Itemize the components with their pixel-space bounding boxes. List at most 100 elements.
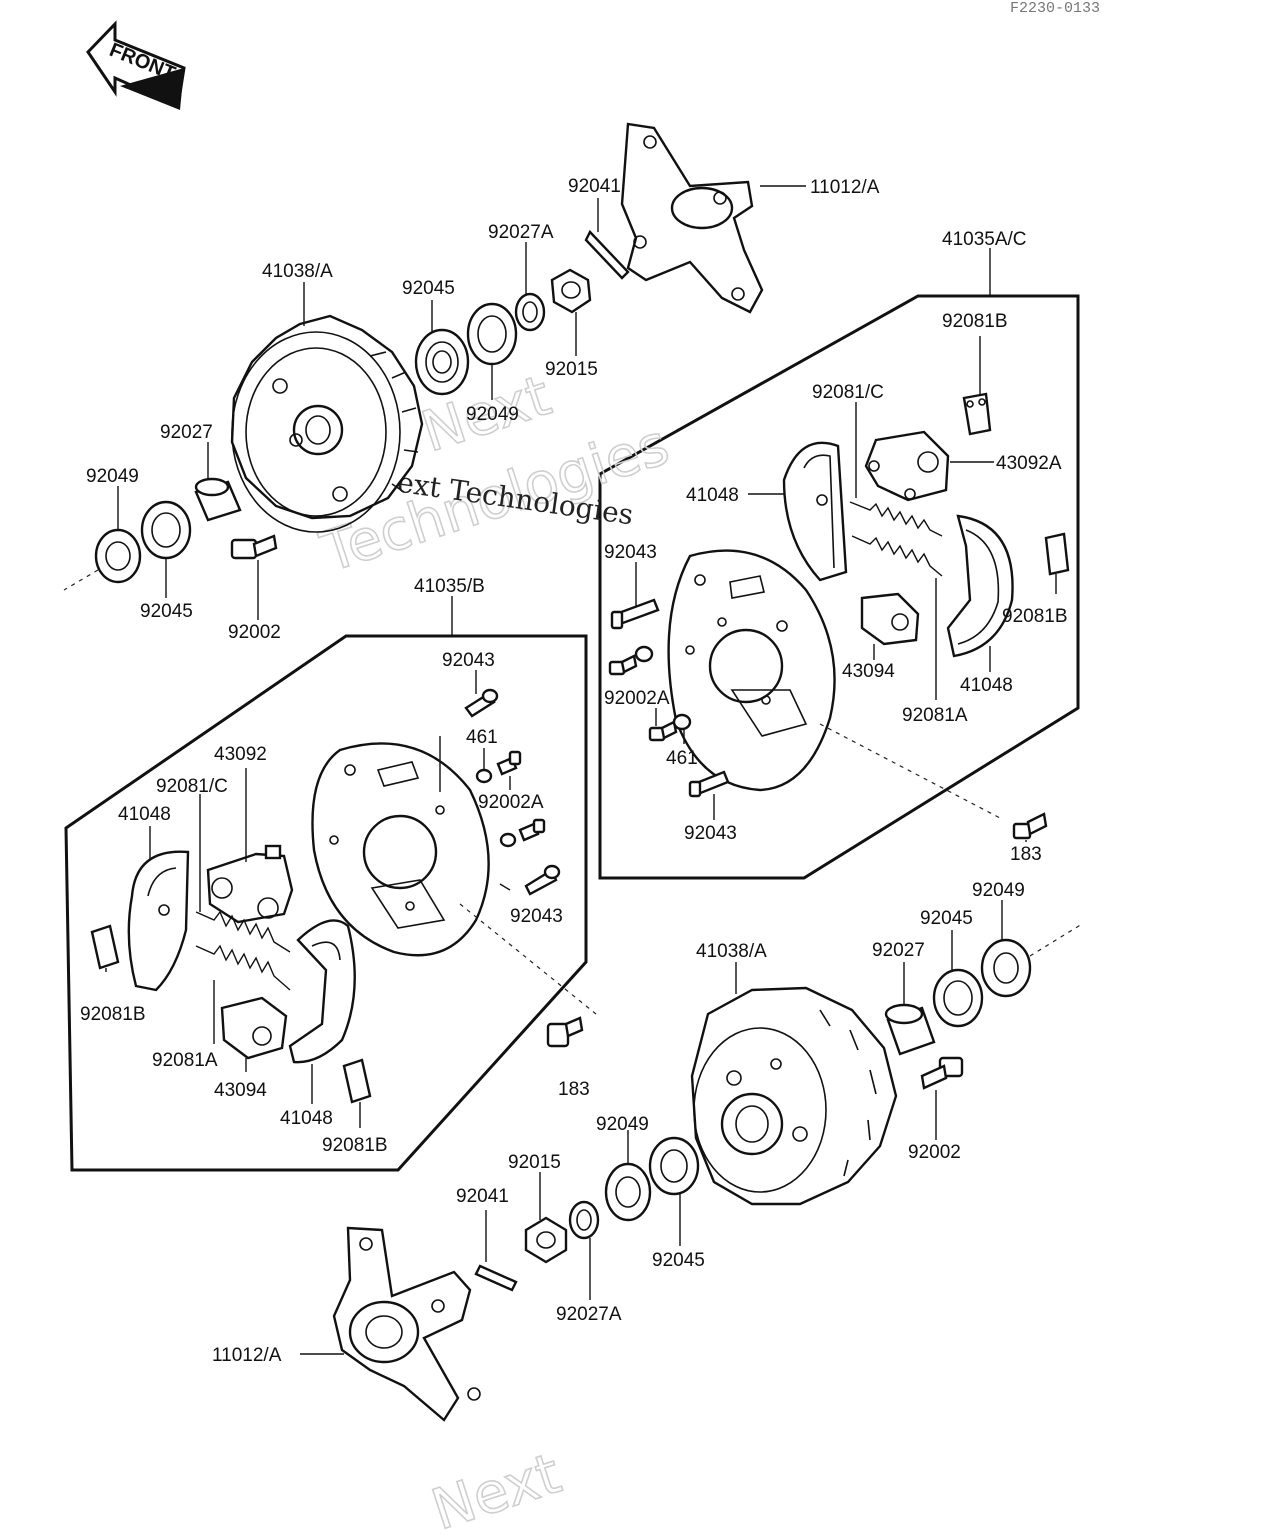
- label-bearing-br: 92045: [920, 908, 973, 929]
- collar-bottom-left: [568, 1200, 600, 1240]
- label-pin-r-top: 92043: [604, 542, 657, 563]
- label-drum-br: 41038/A: [696, 941, 767, 962]
- label-spring-l-top: 92081/C: [156, 776, 228, 797]
- svg-text:Next: Next: [424, 1441, 568, 1536]
- collar-top: [514, 292, 546, 332]
- label-spacer-br: 92027: [872, 940, 925, 961]
- brake-drum-top: [230, 314, 424, 533]
- bolt-bottom-right: [920, 1056, 964, 1090]
- spacer-bottom-right: [884, 1003, 936, 1056]
- label-bearing-left: 92045: [140, 601, 193, 622]
- label-cyl-r-bottom: 43094: [842, 661, 895, 682]
- pin-left-top: [464, 688, 499, 718]
- bearing-left: [140, 500, 192, 560]
- brake-shoe-right-top: [782, 441, 848, 582]
- label-cyl-l-bottom: 43094: [214, 1080, 267, 1101]
- label-seal-top: 92049: [466, 404, 519, 425]
- label-washer-l: 461: [466, 727, 498, 748]
- bolt-183-right: [1012, 812, 1048, 840]
- label-bolt-r: 92002A: [604, 688, 670, 709]
- brake-shoe-right-bottom: [946, 514, 1014, 658]
- label-shoe-l-bottom: 41048: [280, 1108, 333, 1129]
- label-collar-bl: 92027A: [556, 1304, 622, 1325]
- pin-left-bottom: [524, 864, 561, 896]
- backing-plate-right: [667, 549, 836, 792]
- springs-left: [195, 910, 291, 991]
- label-clip-r-right: 92081B: [1002, 606, 1068, 627]
- assembly-box-left: [64, 634, 588, 1172]
- label-bolt-br: 92002: [908, 1142, 961, 1163]
- cotter-pin-top: [584, 229, 630, 280]
- bearing-top: [414, 328, 470, 396]
- label-bolt-l: 92002A: [478, 792, 544, 813]
- hub-bottom-left: [332, 1226, 481, 1422]
- label-shoe-r-bottom: 41048: [960, 675, 1013, 696]
- label-assy-left: 41035/B: [414, 576, 485, 597]
- diagram-code: F2230-0133: [1010, 0, 1100, 17]
- pin-right-bottom: [688, 770, 730, 798]
- label-nut-top: 92015: [545, 359, 598, 380]
- bolt-183-left: [546, 1016, 584, 1048]
- brake-shoe-left-top: [127, 850, 190, 992]
- label-cotter-bl: 92041: [456, 1186, 509, 1207]
- label-bearing-top: 92045: [402, 278, 455, 299]
- label-pin-r-bottom: 92043: [684, 823, 737, 844]
- wheel-cylinder-right-bottom: [860, 592, 920, 646]
- spacer-top-left: [194, 477, 242, 522]
- label-bearing-bl: 92045: [652, 1250, 705, 1271]
- label-183-r: 183: [1010, 844, 1042, 865]
- brake-drum-bottom: [690, 986, 898, 1206]
- bolt-top-left: [230, 534, 278, 560]
- clip-right-side: [1044, 532, 1070, 576]
- label-cyl-r-top: 43092A: [996, 453, 1062, 474]
- clip-right-top: [962, 392, 992, 436]
- label-nut-bl: 92015: [508, 1152, 561, 1173]
- oil-seal-bottom-right: [980, 938, 1032, 998]
- oil-seal-top: [466, 302, 518, 366]
- castle-nut-bottom-left: [524, 1216, 568, 1264]
- label-clip-l-left: 92081B: [80, 1004, 146, 1025]
- bolt-right: [608, 654, 678, 742]
- cotter-pin-bottom-left: [474, 1264, 518, 1292]
- bearing-bottom-left: [648, 1136, 700, 1196]
- label-pin-l-top: 92043: [442, 650, 495, 671]
- castle-nut-top: [550, 268, 592, 314]
- label-spring-r-top: 92081/C: [812, 382, 884, 403]
- springs-right: [849, 501, 943, 577]
- hub-top: [620, 122, 764, 314]
- label-183-l: 183: [558, 1079, 590, 1100]
- label-seal-bl: 92049: [596, 1114, 649, 1135]
- label-spring-l-bottom: 92081A: [152, 1050, 218, 1071]
- label-washer-r: 461: [666, 748, 698, 769]
- washer-right: [634, 645, 692, 731]
- wheel-cylinder-left-bottom: [220, 996, 288, 1060]
- wheel-cylinder-right-top: [864, 430, 950, 502]
- brake-shoe-left-bottom: [288, 919, 356, 1064]
- label-hub-bl: 11012/A: [212, 1345, 282, 1366]
- label-assy-right: 41035A/C: [942, 229, 1027, 250]
- label-clip-l-bottom: 92081B: [322, 1135, 388, 1156]
- bearing-bottom-right: [932, 968, 984, 1028]
- label-collar-top: 92027A: [488, 222, 554, 243]
- label-hub-top: 11012/A: [810, 177, 880, 198]
- label-seal-br: 92049: [972, 880, 1025, 901]
- oil-seal-bottom-left: [604, 1162, 652, 1222]
- label-spacer-top-left: 92027: [160, 422, 213, 443]
- label-shoe-l-top: 41048: [118, 804, 171, 825]
- label-drum-top: 41038/A: [262, 261, 333, 282]
- label-clip-r-top: 92081B: [942, 311, 1008, 332]
- clip-left: [90, 924, 120, 970]
- label-pin-l-bottom: 92043: [510, 906, 563, 927]
- front-arrow-icon: FRONT: [86, 20, 186, 110]
- label-cyl-l-top: 43092: [214, 744, 267, 765]
- label-shoe-r-top: 41048: [686, 485, 739, 506]
- bolt-left: [496, 750, 546, 842]
- pin-right-top: [610, 598, 660, 630]
- oil-seal-left: [94, 528, 142, 584]
- clip-left-bottom: [342, 1058, 372, 1104]
- assembly-box-right: [598, 294, 1080, 880]
- wheel-cylinder-left-top: [206, 844, 294, 924]
- label-spring-r-bottom: 92081A: [902, 705, 968, 726]
- label-bolt-top-left: 92002: [228, 622, 281, 643]
